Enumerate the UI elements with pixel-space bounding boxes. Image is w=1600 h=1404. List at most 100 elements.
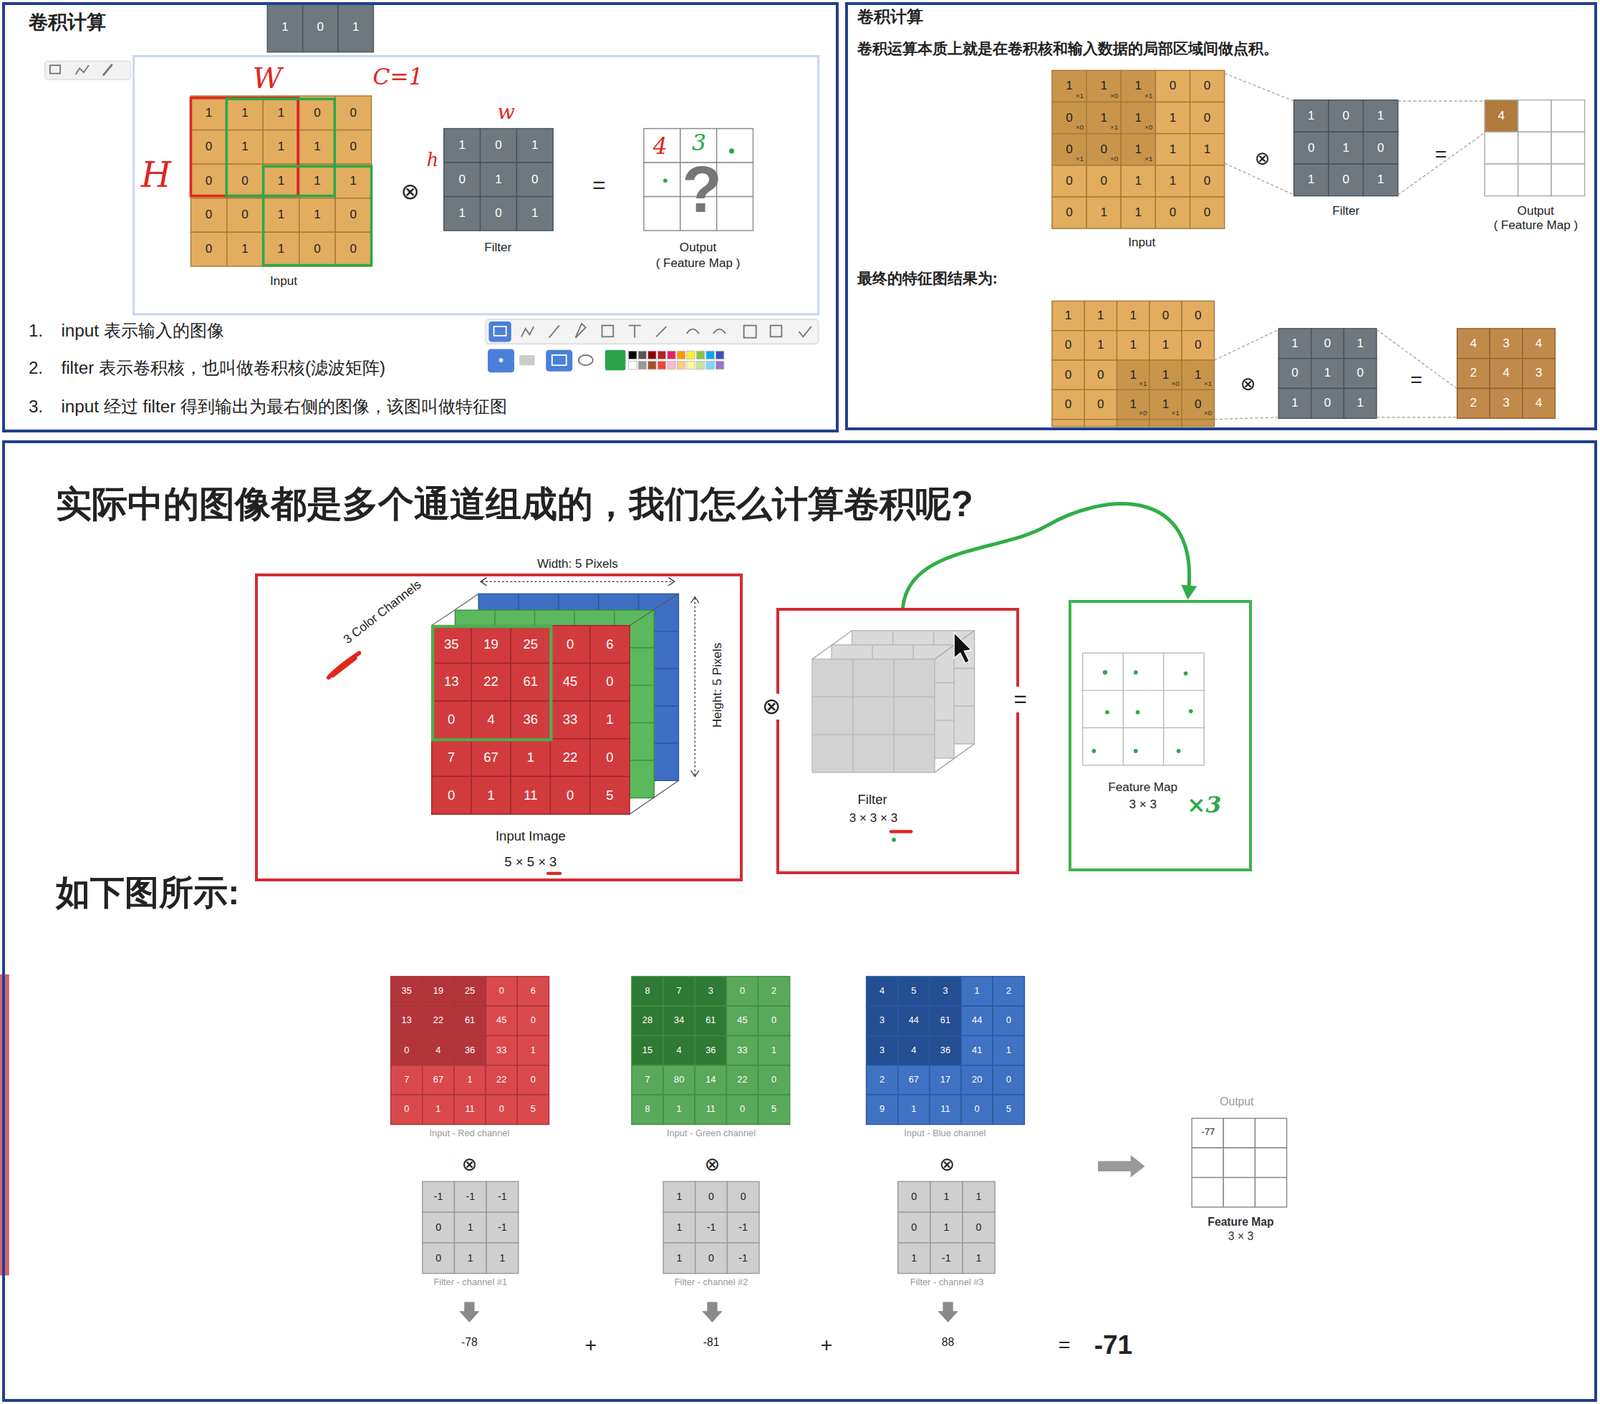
cell-value: 1 [676,1252,682,1265]
feature-map-grid [1176,749,1182,754]
cell-value: 1 [1307,172,1315,187]
cell-value: 11 [464,1104,475,1116]
grid-cell [480,128,518,164]
color-palette [628,350,725,370]
color-palette [628,350,637,359]
result-arrow [1097,1155,1146,1178]
grid-cell [1457,328,1491,359]
cell-value: 1 [1162,368,1170,383]
cell-value: 22 [562,749,578,765]
grid-cell [726,1181,760,1213]
grid-cell [1120,165,1156,197]
filter-cube [812,630,975,773]
cell-value: 1 [277,208,286,223]
caption: Feature Map [1207,1216,1274,1230]
grid-cell [1052,70,1087,102]
cell-value: 1 [350,174,358,189]
grid-cell [1522,358,1556,389]
grid-cell [299,95,336,131]
cell-value: 0 [605,674,614,690]
handwritten-note: H [141,155,172,196]
heading: Filter [858,792,888,808]
grid-cell [444,162,481,197]
cell-value: 4 [1470,336,1478,351]
cell-value: 1 [530,1044,536,1056]
grid-cell [1457,388,1491,419]
leader-line [1224,73,1485,196]
grid-cell [866,976,899,1007]
grid-cell [1052,165,1087,197]
grid-cell [962,1181,995,1213]
caption: Height: 5 Pixels [710,643,725,729]
grid-cell [1311,388,1345,419]
cell-value: 36 [464,1044,475,1056]
cell-value: 0 [1097,368,1105,383]
grid-cell [1518,100,1553,133]
cell-value: 1 [277,242,286,257]
cell-value: 1 [1135,111,1143,126]
cell-value: 34 [673,1015,684,1027]
grid-cell [1155,70,1190,102]
cell-value: 1 [313,208,321,223]
grid-cell [1328,100,1363,133]
cell-value: 0 [1100,174,1108,189]
cell-value: 20 [971,1075,982,1086]
caption: Output [1219,1095,1254,1109]
cell-value: 1 [1135,142,1143,157]
grid-cell [510,701,551,740]
color-palette [676,361,685,370]
handwritten-mark [890,830,912,833]
grid-cell [663,976,695,1007]
kernel-weight: ×1 [1075,91,1084,100]
cell-value: 5 [605,787,614,803]
grid-cell [190,95,227,131]
cell-value: 0 [241,174,249,189]
grid-cell [694,1065,727,1096]
kernel-weight: ×0 [1110,91,1118,100]
cell-value: 35 [444,636,460,652]
caption: 4 [1497,108,1505,124]
grid-cell [1086,133,1121,166]
grid-cell [1278,358,1312,389]
grid-cell [643,128,681,164]
cell-value: 1 [1129,308,1137,324]
feature-map-grid [1082,653,1205,766]
caption: ( Feature Map ) [1493,218,1578,233]
grid-cell [663,1036,695,1066]
grid-cell [1086,196,1121,229]
grid-cell [1084,389,1117,419]
grid-cell [454,1006,486,1036]
grid-cell [1052,389,1085,419]
caption: -77 [1201,1127,1216,1139]
cell-value: 0 [566,787,574,803]
color-palette [667,361,676,370]
cell-value: 1 [205,105,213,121]
grid-cell [590,701,630,740]
grid-cell [480,162,518,197]
color-palette [686,350,695,359]
input-grid: 3519250613226145004363317671220011105 [431,625,630,815]
grid-cell [1254,1148,1287,1178]
grid-cell [1457,358,1491,389]
toolbar [713,329,726,334]
color-palette [648,361,657,370]
grid-cell [929,1065,962,1096]
cell-value: 0 [911,1191,917,1203]
color-palette [686,361,695,370]
grid-cell [190,164,227,199]
cell-value: 1 [435,1104,441,1116]
cell-value: 1 [277,174,286,189]
cell-value: 2 [1470,396,1478,411]
list-text: input 经过 filter 得到输出为最右侧的图像，该图叫做特征图 [60,397,507,418]
operator-symbol: + [585,1332,598,1357]
cell-value: 0 [1203,111,1212,126]
cell-value: 7 [447,749,455,765]
cell-value: 1 [531,206,539,221]
grid-cell [1052,133,1087,166]
window-highlight [432,626,551,740]
partial-sum: -78 [461,1336,478,1350]
grid-cell [590,663,630,702]
cell-value: 0 [205,174,213,189]
cell-value: 0 [447,711,455,727]
